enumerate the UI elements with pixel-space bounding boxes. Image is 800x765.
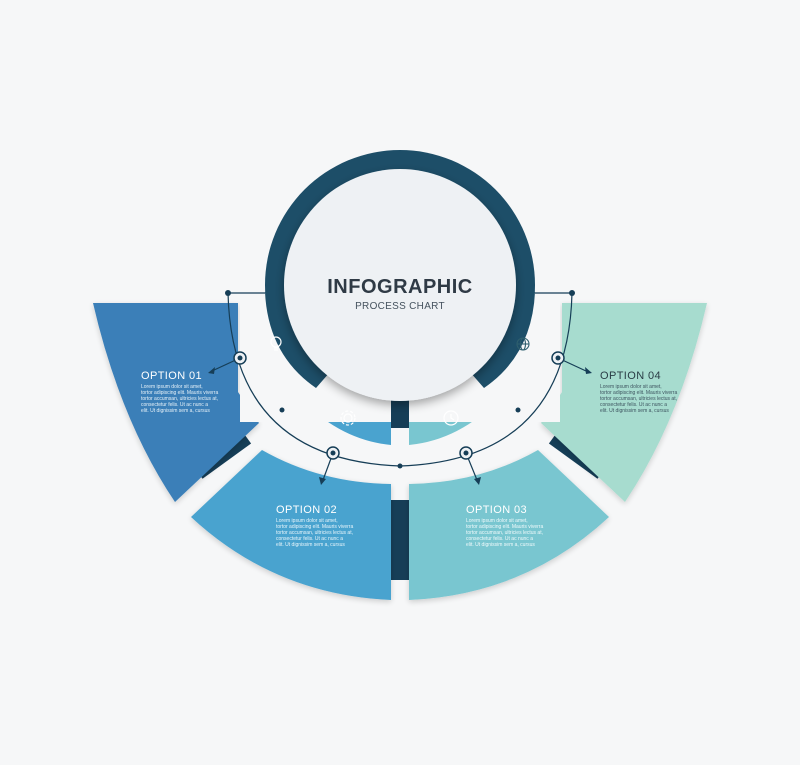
arrow-head-02 bbox=[319, 477, 326, 485]
separator-bar-bottom bbox=[391, 500, 409, 580]
option-01-line-4: consectetur felis. Ut ac nunc a bbox=[141, 402, 208, 408]
clock-icon bbox=[443, 410, 459, 426]
option-01-line-3: tortor accumsan, ultricies lectus at, bbox=[141, 396, 218, 402]
globe-icon bbox=[516, 337, 530, 351]
ring-lower-right bbox=[470, 292, 535, 388]
ring-lower-left bbox=[265, 292, 330, 388]
gear-icon bbox=[340, 410, 356, 426]
option-01-segment[interactable] bbox=[93, 303, 259, 502]
option-04-title: OPTION 04 bbox=[600, 370, 661, 382]
option-03-body: Lorem ipsum dolor sit amet, tortor adipi… bbox=[466, 518, 545, 548]
lightbulb-icon bbox=[270, 336, 282, 351]
option-03-title: OPTION 03 bbox=[466, 504, 527, 516]
node-04-core bbox=[555, 355, 561, 361]
option-02-title: OPTION 02 bbox=[276, 504, 337, 516]
arrow-head-03 bbox=[474, 477, 481, 485]
center-hub: INFOGRAPHIC PROCESS CHART bbox=[240, 150, 560, 428]
option-01-text: OPTION 01 Lorem ipsum dolor sit amet, to… bbox=[141, 370, 220, 414]
option-03-line-4: consectetur felis. Ut ac nunc a bbox=[466, 536, 533, 542]
option-04-line-3: tortor accumsan, ultricies lectus at, bbox=[600, 396, 677, 402]
option-04-body: Lorem ipsum dolor sit amet, tortor adipi… bbox=[600, 384, 679, 414]
option-04-text: OPTION 04 Lorem ipsum dolor sit amet, to… bbox=[600, 370, 679, 414]
option-03-line-5: elit. Ut dignissim sem a, cursus bbox=[466, 542, 535, 548]
endpoint-dot-right bbox=[569, 290, 575, 296]
option-01-body: Lorem ipsum dolor sit amet, tortor adipi… bbox=[141, 384, 220, 414]
node-01-core bbox=[237, 355, 243, 361]
option-02-text: OPTION 02 Lorem ipsum dolor sit amet, to… bbox=[276, 504, 355, 548]
option-04-line-5: elit. Ut dignissim sem a, cursus bbox=[600, 408, 669, 414]
option-01-line-1: Lorem ipsum dolor sit amet, bbox=[141, 384, 203, 390]
option-03-text: OPTION 03 Lorem ipsum dolor sit amet, to… bbox=[466, 504, 545, 548]
ring-lower-center bbox=[391, 398, 409, 428]
option-02-line-2: tortor adipiscing elit. Mauris viverra bbox=[276, 524, 353, 530]
option-03-segment[interactable] bbox=[409, 450, 609, 600]
option-04-segment[interactable] bbox=[541, 303, 707, 502]
arrow-head-04 bbox=[585, 367, 592, 374]
connector-nodes bbox=[208, 290, 592, 485]
node-02-core bbox=[330, 450, 336, 456]
option-01-line-5: elit. Ut dignissim sem a, cursus bbox=[141, 408, 210, 414]
small-dot-a bbox=[279, 407, 285, 413]
option-04-line-4: consectetur felis. Ut ac nunc a bbox=[600, 402, 667, 408]
option-02-line-4: consectetur felis. Ut ac nunc a bbox=[276, 536, 343, 542]
center-circle bbox=[284, 169, 516, 401]
small-dot-c bbox=[515, 407, 521, 413]
node-03-core bbox=[463, 450, 469, 456]
option-04-line-1: Lorem ipsum dolor sit amet, bbox=[600, 384, 662, 390]
option-01-line-2: tortor adipiscing elit. Mauris viverra bbox=[141, 390, 218, 396]
outer-segments bbox=[93, 303, 707, 600]
small-dot-b bbox=[397, 463, 403, 469]
center-subtitle: PROCESS CHART bbox=[355, 301, 445, 312]
option-02-line-3: tortor accumsan, ultricies lectus at, bbox=[276, 530, 353, 536]
arrow-head-01 bbox=[208, 367, 215, 374]
option-01-title: OPTION 01 bbox=[141, 370, 202, 382]
option-02-line-5: elit. Ut dignissim sem a, cursus bbox=[276, 542, 345, 548]
endpoint-dot-left bbox=[225, 290, 231, 296]
option-02-line-1: Lorem ipsum dolor sit amet, bbox=[276, 518, 338, 524]
option-03-line-1: Lorem ipsum dolor sit amet, bbox=[466, 518, 528, 524]
option-03-line-2: tortor adipiscing elit. Mauris viverra bbox=[466, 524, 543, 530]
option-02-segment[interactable] bbox=[191, 450, 391, 600]
option-02-body: Lorem ipsum dolor sit amet, tortor adipi… bbox=[276, 518, 355, 548]
option-03-line-3: tortor accumsan, ultricies lectus at, bbox=[466, 530, 543, 536]
option-04-line-2: tortor adipiscing elit. Mauris viverra bbox=[600, 390, 677, 396]
center-title: INFOGRAPHIC bbox=[327, 276, 473, 298]
